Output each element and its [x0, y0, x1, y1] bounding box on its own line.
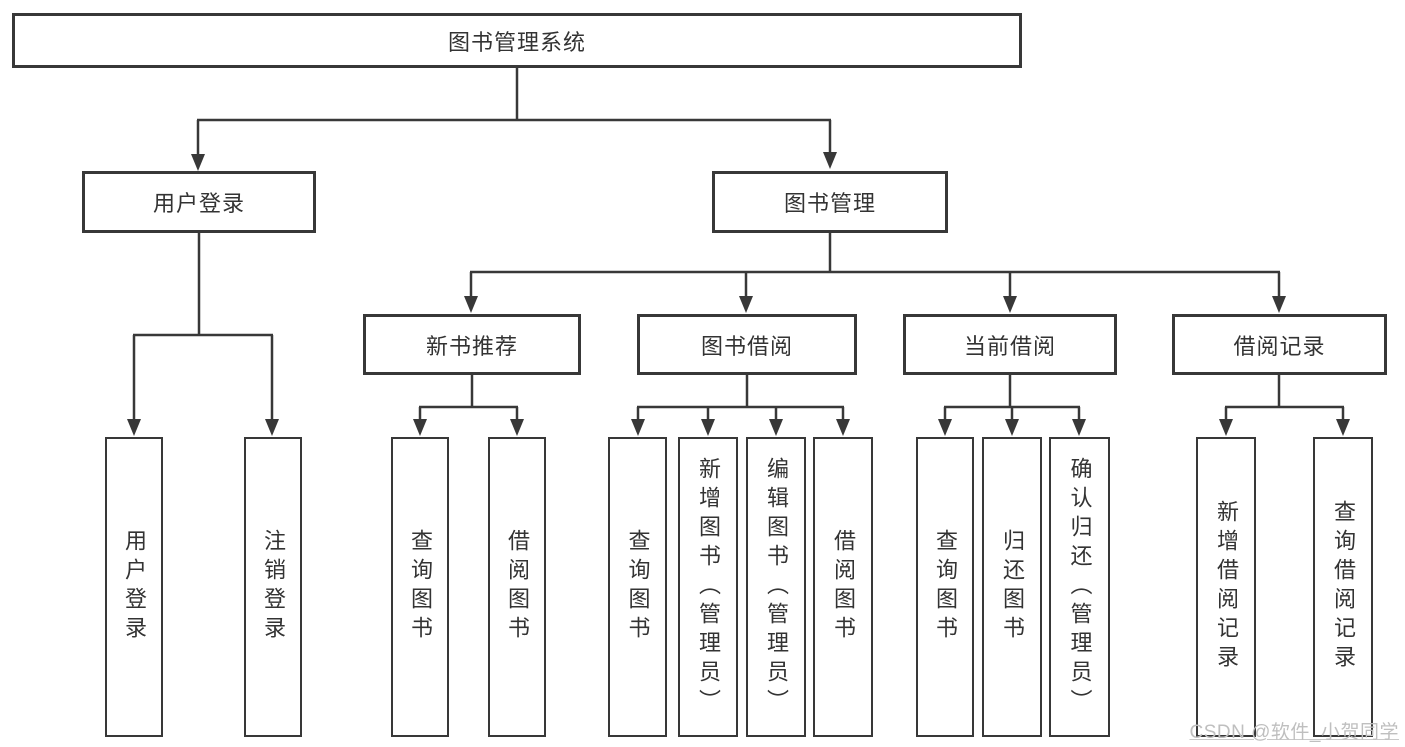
node-label: 新书推荐 — [425, 333, 518, 359]
node-label: 归还图书 — [1000, 529, 1025, 645]
csdn-watermark: CSDN @软件_小贺同学 — [1189, 722, 1399, 743]
node-leaf-return-books: 归还图书 — [982, 437, 1042, 737]
node-label: 新增借阅记录 — [1214, 500, 1239, 674]
node-leaf-edit-books-admin: 编辑图书（管理员） — [746, 437, 806, 737]
node-label: 用户登录 — [122, 529, 147, 645]
node-label: 借阅图书 — [831, 529, 856, 645]
node-label: 图书管理 — [783, 191, 876, 216]
node-label: 查询图书 — [933, 529, 958, 645]
node-leaf-logout: 注销登录 — [244, 437, 302, 737]
node-leaf-user-login: 用户登录 — [105, 437, 163, 737]
node-leaf-add-borrow-record: 新增借阅记录 — [1196, 437, 1256, 737]
node-label: 注销登录 — [261, 529, 286, 645]
node-borrowing-records: 借阅记录 — [1172, 314, 1387, 375]
node-label: 查询借阅记录 — [1331, 500, 1356, 674]
node-label: 当前借阅 — [963, 333, 1056, 359]
node-user-login: 用户登录 — [82, 171, 316, 233]
node-label: 查询图书 — [408, 529, 433, 645]
node-leaf-query-books-1: 查询图书 — [391, 437, 449, 737]
node-label: 图书管理系统 — [447, 29, 586, 55]
node-leaf-add-books-admin: 新增图书（管理员） — [678, 437, 738, 737]
node-leaf-query-books-3: 查询图书 — [916, 437, 974, 737]
node-label: 借阅图书 — [505, 529, 530, 645]
node-label: 查询图书 — [625, 529, 651, 645]
node-book-management: 图书管理 — [712, 171, 948, 233]
node-label: 新增图书（管理员） — [696, 456, 721, 718]
node-label: 用户登录 — [152, 191, 245, 216]
node-label: 编辑图书（管理员） — [764, 456, 789, 718]
node-leaf-borrow-books-1: 借阅图书 — [488, 437, 546, 737]
node-library-system: 图书管理系统 — [12, 13, 1022, 68]
node-current-borrowing: 当前借阅 — [903, 314, 1117, 375]
node-label: 借阅记录 — [1233, 333, 1326, 359]
node-new-book-recommend: 新书推荐 — [363, 314, 581, 375]
node-leaf-query-books-2: 查询图书 — [608, 437, 667, 737]
node-leaf-borrow-books-2: 借阅图书 — [813, 437, 873, 737]
node-leaf-query-borrow-record: 查询借阅记录 — [1313, 437, 1373, 737]
node-label: 图书借阅 — [700, 333, 793, 359]
node-leaf-confirm-return-admin: 确认归还（管理员） — [1049, 437, 1110, 737]
node-label: 确认归还（管理员） — [1067, 456, 1093, 718]
node-book-borrowing: 图书借阅 — [637, 314, 857, 375]
